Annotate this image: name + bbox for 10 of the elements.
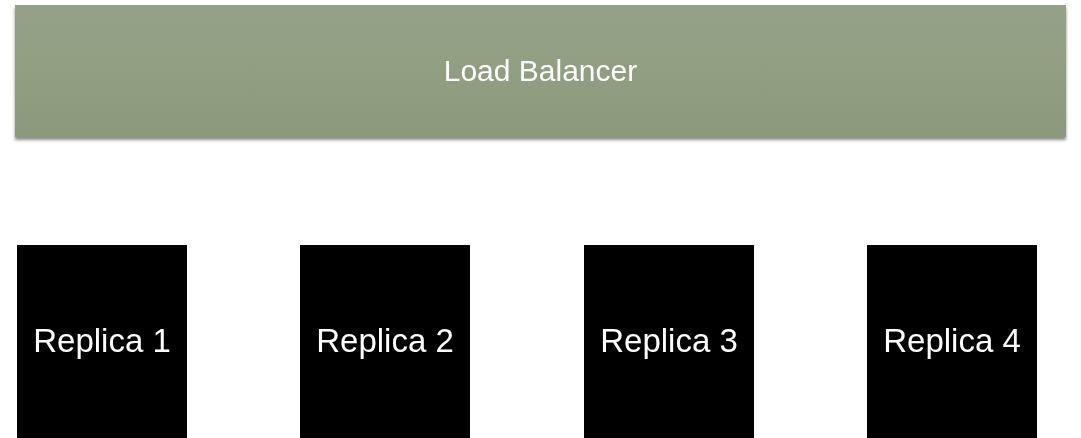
replica-box <box>300 245 470 438</box>
replica-box <box>17 245 187 438</box>
node-label: Replica 2 <box>316 321 454 362</box>
replica-box <box>867 245 1037 438</box>
load-balancer-box <box>15 5 1066 137</box>
node-label: Load Balancer <box>443 54 638 88</box>
node-label: Replica 4 <box>883 321 1021 362</box>
node-label: Replica 1 <box>33 321 171 362</box>
replica-box <box>584 245 754 438</box>
node-label: Replica 3 <box>600 321 738 362</box>
